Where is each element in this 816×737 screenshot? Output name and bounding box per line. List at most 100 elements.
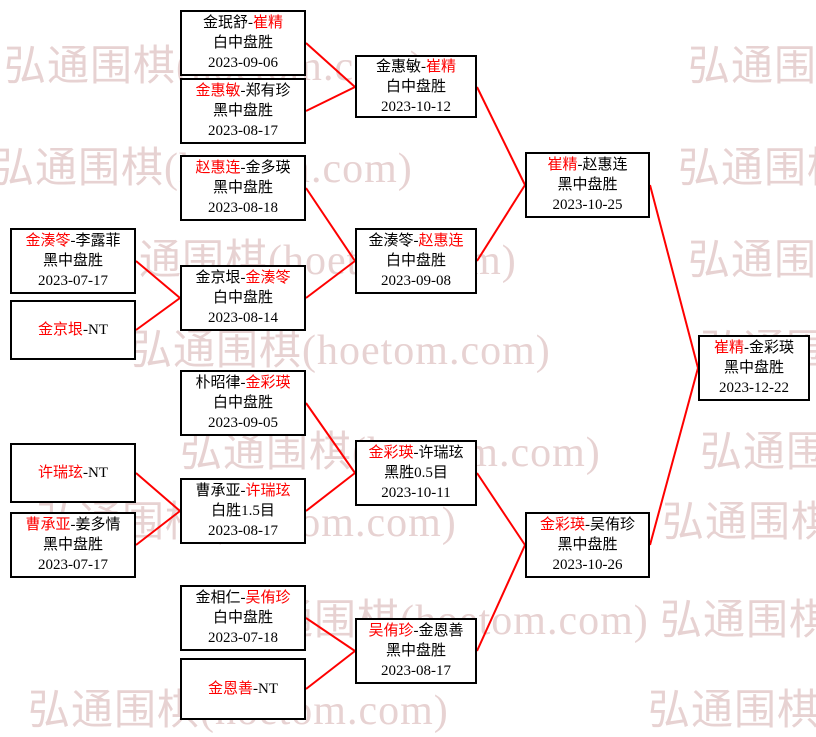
player-name: 吴侑珍	[245, 590, 291, 606]
player-name: 吴侑珍	[368, 623, 414, 639]
match-date: 2023-08-17	[208, 523, 278, 539]
match-players: 金彩瑛-许瑞玹	[368, 443, 463, 463]
player-name: NT	[258, 681, 278, 697]
match-players: 吴侑珍-金恩善	[368, 621, 463, 641]
player-name: 许瑞玹	[418, 445, 464, 461]
player-name: 崔精	[713, 340, 744, 356]
connector-line	[135, 472, 181, 512]
match-date: 2023-07-18	[208, 630, 278, 646]
player-name: 金恩善	[207, 681, 253, 697]
player-separator: -	[70, 517, 76, 533]
connector-line	[476, 184, 526, 262]
match-result: 黑中盘胜	[212, 103, 273, 119]
match-box-round3-2: 金湊笭-赵惠连 白中盘胜 2023-09-08	[355, 228, 477, 294]
connector-line	[649, 184, 699, 369]
match-players: 金恩善-NT	[208, 679, 278, 699]
player-name: 赵惠连	[582, 157, 628, 173]
match-players: 金彩瑛-吴侑珍	[540, 515, 635, 535]
player-name: 姜多情	[75, 517, 121, 533]
match-box-round3-3: 金彩瑛-许瑞玹 黑胜0.5目 2023-10-11	[355, 440, 477, 506]
player-name: 许瑞玹	[245, 483, 291, 499]
match-box-round3-1: 金惠敏-崔精 白中盘胜 2023-10-12	[355, 55, 477, 118]
connector-line	[476, 544, 526, 652]
match-box-round1-4: 曹承亚-姜多情 黑中盘胜 2023-07-17	[10, 512, 136, 578]
match-box-round2-5: 朴昭律-金彩瑛 白中盘胜 2023-09-05	[180, 370, 306, 436]
connector-line	[305, 187, 356, 262]
player-name: 金惠敏	[375, 58, 421, 75]
player-separator: -	[253, 681, 258, 697]
match-result: 白中盘胜	[212, 35, 273, 51]
match-box-round1-1: 金湊笭-李露菲 黑中盘胜 2023-07-17	[10, 228, 136, 294]
player-name: 郑有珍	[245, 83, 291, 99]
player-name: 许瑞玹	[37, 465, 83, 481]
player-separator: -	[70, 233, 76, 249]
player-name: 金惠敏	[195, 83, 241, 99]
player-name: 金恩善	[418, 623, 464, 639]
connector-line	[305, 86, 356, 112]
match-box-round2-3: 赵惠连-金多瑛 黑中盘胜 2023-08-18	[180, 155, 306, 221]
match-date: 2023-08-14	[208, 310, 278, 326]
player-name: 金彩瑛	[539, 517, 585, 533]
match-date: 2023-10-12	[381, 98, 451, 115]
player-separator: -	[240, 375, 246, 391]
player-name: 金多瑛	[245, 160, 291, 176]
player-name: 吴侑珍	[590, 517, 636, 533]
match-box-semifinal-1: 崔精-赵惠连 黑中盘胜 2023-10-25	[525, 152, 650, 218]
match-result: 黑中盘胜	[557, 537, 618, 553]
connector-line	[305, 260, 356, 299]
match-players: 金珉舒-崔精	[203, 13, 283, 33]
player-separator: -	[83, 465, 88, 481]
player-name: 曹承亚	[195, 483, 241, 499]
player-separator: -	[83, 322, 88, 338]
match-box-semifinal-2: 金彩瑛-吴侑珍 黑中盘胜 2023-10-26	[525, 512, 650, 578]
player-name: 金彩瑛	[245, 375, 291, 391]
connector-line	[305, 650, 356, 690]
player-name: 崔精	[253, 15, 284, 31]
match-result: 黑中盘胜	[385, 643, 446, 659]
match-result: 黑中盘胜	[557, 177, 618, 193]
player-separator: -	[744, 340, 749, 356]
match-date: 2023-12-22	[719, 380, 789, 396]
player-name: 金珉舒	[202, 15, 248, 31]
match-result: 黑中盘胜	[42, 537, 103, 553]
match-players: 曹承亚-许瑞玹	[195, 481, 290, 501]
match-players: 赵惠连-金多瑛	[195, 158, 290, 178]
match-result: 黑中盘胜	[42, 253, 103, 269]
match-date: 2023-08-17	[381, 663, 451, 679]
player-separator: -	[421, 58, 426, 75]
match-box-round2-4: 金京垠-金湊笭 白中盘胜 2023-08-14	[180, 265, 306, 331]
match-date: 2023-07-17	[38, 273, 108, 289]
player-name: 金彩瑛	[749, 340, 795, 356]
player-name: 朴昭律	[195, 375, 241, 391]
connector-line	[649, 367, 699, 546]
match-date: 2023-09-05	[208, 415, 278, 431]
match-date: 2023-07-17	[38, 557, 108, 573]
player-separator: -	[413, 445, 419, 461]
connector-line	[476, 472, 526, 546]
connector-line	[135, 260, 181, 299]
player-separator: -	[413, 233, 419, 249]
match-players: 金湊笭-赵惠连	[368, 231, 463, 251]
player-name: NT	[88, 465, 108, 481]
player-separator: -	[240, 83, 246, 99]
match-players: 崔精-赵惠连	[547, 155, 627, 175]
match-players: 金湊笭-李露菲	[25, 231, 120, 251]
match-result: 白胜1.5目	[211, 503, 275, 519]
player-name: 崔精	[426, 58, 457, 75]
connector-line	[476, 86, 526, 186]
player-name: 金湊笭	[245, 270, 291, 286]
player-name: 赵惠连	[418, 233, 464, 249]
match-date: 2023-08-17	[208, 123, 278, 139]
player-name: 赵惠连	[195, 160, 241, 176]
match-players: 金惠敏-郑有珍	[195, 81, 290, 101]
player-name: 金湊笭	[368, 233, 414, 249]
player-name: 金京垠	[195, 270, 241, 286]
match-result: 白中盘胜	[212, 610, 273, 626]
connector-line	[305, 402, 356, 474]
match-players: 许瑞玹-NT	[38, 463, 108, 483]
match-result: 黑胜0.5目	[384, 465, 448, 481]
match-players: 金京垠-金湊笭	[195, 268, 290, 288]
match-date: 2023-08-18	[208, 200, 278, 216]
player-name: 金京垠	[37, 322, 83, 338]
